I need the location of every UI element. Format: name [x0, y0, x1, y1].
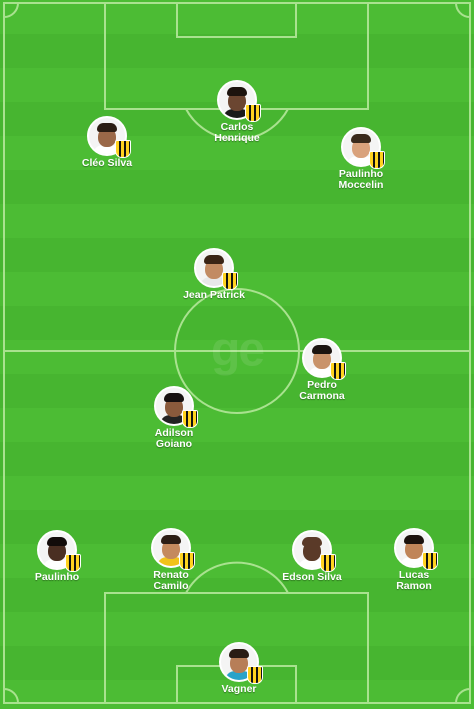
player-name-line: Jean Patrick	[183, 289, 245, 301]
player-avatar	[154, 386, 198, 428]
player-photo	[151, 528, 191, 568]
top-penalty-arc	[185, 108, 289, 141]
watermark-logo: ge	[210, 323, 265, 377]
club-crest-icon	[65, 554, 81, 572]
player-avatar	[341, 127, 385, 169]
player-name: Jean Patrick	[159, 290, 269, 301]
club-crest-icon	[330, 362, 346, 380]
player-avatar	[194, 248, 238, 290]
player-photo	[87, 116, 127, 156]
club-crest-icon	[422, 552, 438, 570]
player-photo	[302, 338, 342, 378]
player-name-line: Carlos	[220, 121, 254, 133]
club-crest-icon	[245, 104, 261, 122]
club-crest-icon	[179, 552, 195, 570]
club-crest-icon	[222, 272, 238, 290]
player-name-line: Vagner	[221, 683, 257, 695]
player-avatar	[87, 116, 131, 158]
corner-arc-top-right	[455, 2, 471, 18]
player-avatar	[394, 528, 438, 570]
corner-arc-bottom-left	[3, 688, 19, 704]
player-name-line: Adilson	[154, 427, 194, 439]
player-avatar	[302, 338, 346, 380]
player-photo	[341, 127, 381, 167]
player-cleo-silva[interactable]: Cléo Silva	[52, 116, 162, 169]
player-avatar	[292, 530, 336, 572]
player-name-line: Ramon	[396, 580, 432, 592]
player-name-line: Goiano	[155, 438, 193, 450]
player-vagner[interactable]: Vagner	[184, 642, 294, 695]
center-circle	[174, 288, 300, 414]
player-jean-patrick[interactable]: Jean Patrick	[159, 248, 269, 301]
player-name-line: Paulinho	[34, 571, 80, 583]
player-name-line: Carmona	[299, 390, 345, 402]
club-crest-icon	[115, 140, 131, 158]
top-goal-area	[176, 2, 297, 38]
player-name: Cléo Silva	[52, 158, 162, 169]
player-name-line: Moccelin	[338, 179, 384, 191]
player-avatar	[151, 528, 195, 570]
bottom-penalty-arc	[185, 561, 289, 594]
player-avatar	[217, 80, 261, 122]
player-name-line: Edson Silva	[282, 571, 342, 583]
player-name-line: Lucas	[398, 569, 430, 581]
player-avatar	[219, 642, 263, 684]
player-name-line: Renato	[153, 569, 189, 581]
player-avatar	[37, 530, 81, 572]
player-paulinho[interactable]: Paulinho	[2, 530, 112, 583]
player-photo	[292, 530, 332, 570]
club-crest-icon	[182, 410, 198, 428]
club-crest-icon	[247, 666, 263, 684]
player-name: Vagner	[184, 684, 294, 695]
player-name-line: Pedro	[307, 379, 337, 391]
corner-arc-bottom-right	[455, 688, 471, 704]
player-name-line: Paulinho	[338, 168, 384, 180]
player-name-line: Camilo	[153, 580, 189, 592]
player-photo	[217, 80, 257, 120]
corner-arc-top-left	[3, 2, 19, 18]
player-name-line: Cléo Silva	[81, 157, 133, 169]
club-crest-icon	[369, 151, 385, 169]
club-crest-icon	[320, 554, 336, 572]
player-photo	[194, 248, 234, 288]
player-name: Paulinho	[2, 572, 112, 583]
player-name-line: Henrique	[214, 132, 260, 144]
player-name: Edson Silva	[257, 572, 367, 583]
player-edson-silva[interactable]: Edson Silva	[257, 530, 367, 583]
